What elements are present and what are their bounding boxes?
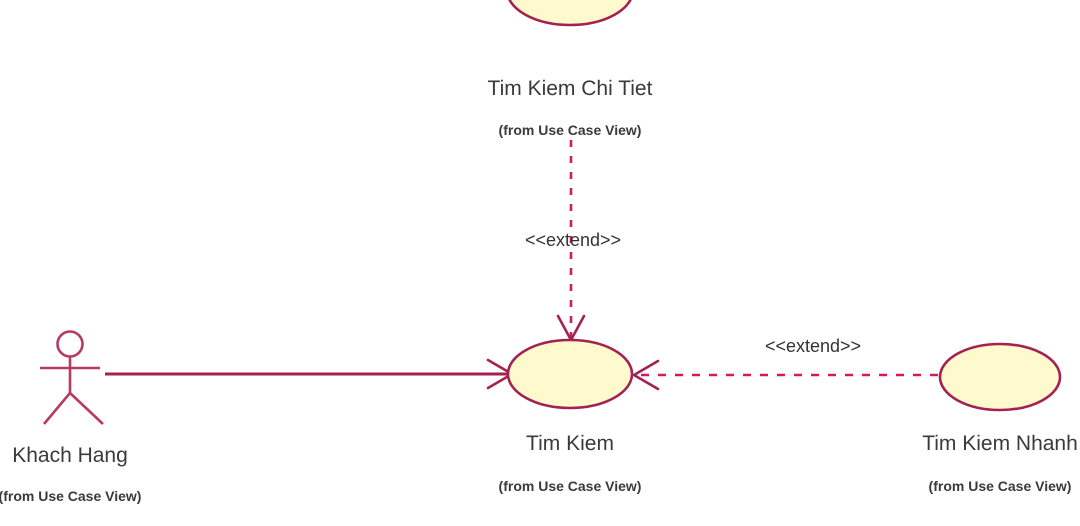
use-case-label-tim-kiem: Tim Kiem [526, 432, 614, 455]
use-case-label-tim-kiem-nhanh: Tim Kiem Nhanh [922, 432, 1078, 455]
use-case-package-tim-kiem-nhanh: (from Use Case View) [929, 478, 1072, 494]
use-case-ellipse [938, 342, 1062, 412]
actor-leg-right-icon [69, 392, 104, 425]
use-case-ellipse [506, 338, 634, 410]
extend-stereotype-label-horizontal: <<extend>> [765, 336, 861, 356]
actor-label-khach-hang: Khach Hang [12, 444, 128, 467]
actor-package-khach-hang: (from Use Case View) [0, 488, 141, 504]
association-khachhang-timkiem[interactable] [105, 358, 515, 390]
use-case-package-tim-kiem-chi-tiet: (from Use Case View) [499, 122, 642, 138]
extend-stereotype-label-vertical: <<extend>> [525, 230, 621, 250]
use-case-tim-kiem-nhanh[interactable] [938, 342, 1062, 412]
use-case-tim-kiem[interactable] [506, 338, 634, 410]
use-case-ellipse [508, 0, 632, 27]
actor-khach-hang[interactable] [40, 330, 104, 425]
actor-head-icon [56, 330, 84, 358]
extend-arrowhead-icon [631, 359, 660, 391]
use-case-package-tim-kiem: (from Use Case View) [499, 478, 642, 494]
actor-leg-left-icon [43, 392, 71, 425]
use-case-tim-kiem-chi-tiet[interactable] [507, 0, 633, 27]
extend-nhanh-timkiem[interactable] [631, 359, 938, 391]
use-case-label-tim-kiem-chi-tiet: Tim Kiem Chi Tiet [488, 77, 653, 100]
